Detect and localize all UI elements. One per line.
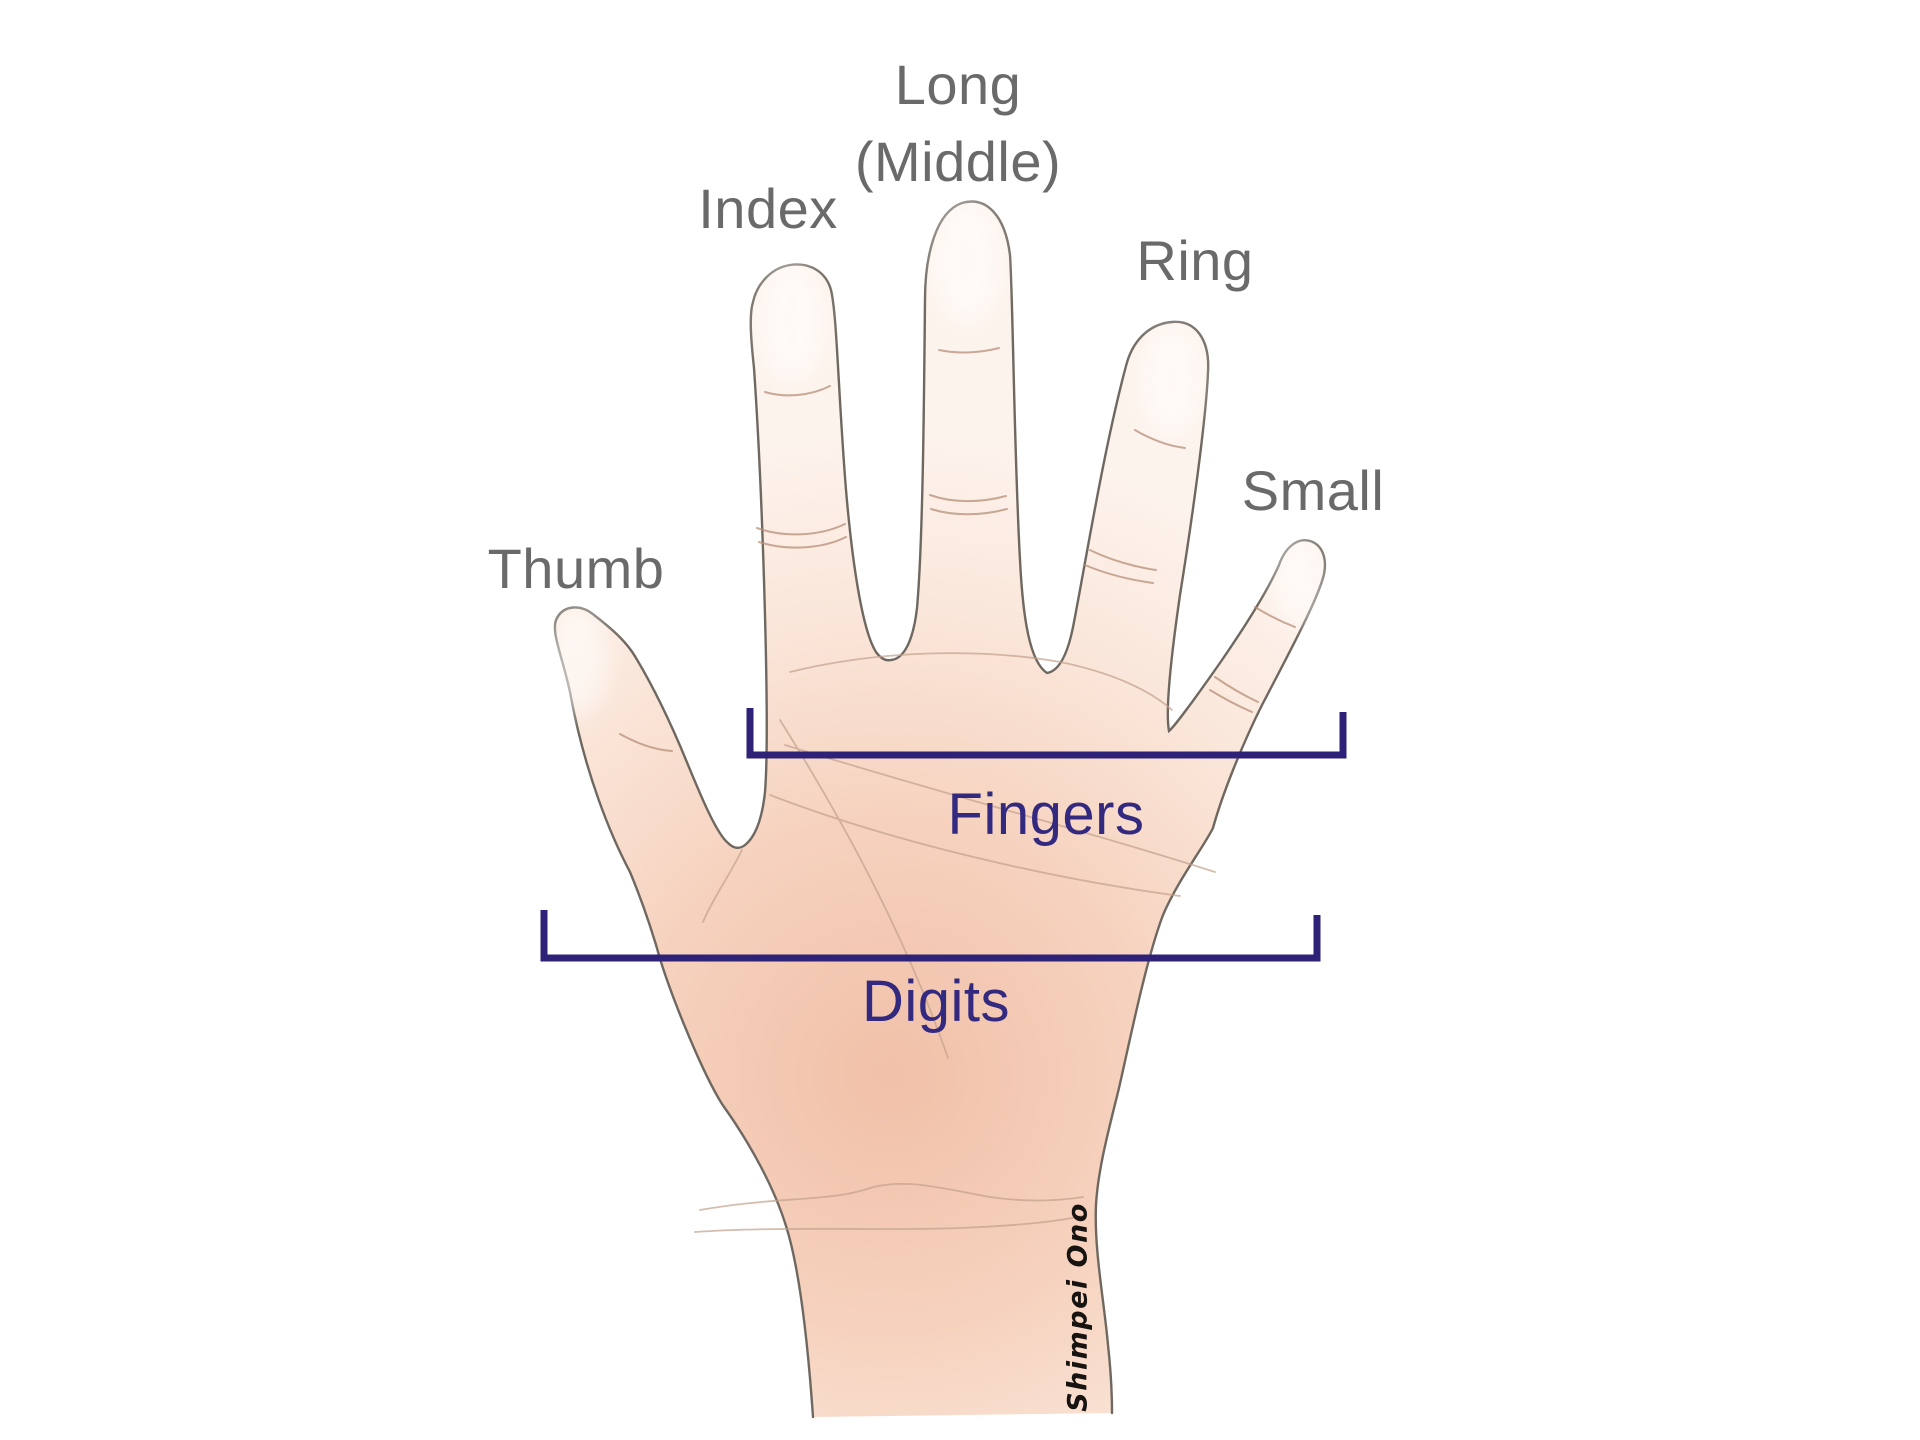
label-small-finger: Small (1241, 459, 1385, 522)
artist-signature: Shimpei Ono (1062, 1202, 1094, 1412)
label-long-line2: (Middle) (854, 130, 1062, 193)
digits-bracket (540, 910, 1321, 962)
fingertip-highlights (548, 198, 1322, 715)
label-long-finger: Long (Middle) (833, 46, 1083, 200)
label-index-finger: Index (698, 177, 838, 240)
fingers-group-label: Fingers (947, 782, 1145, 847)
digits-group-label: Digits (861, 969, 1011, 1034)
label-ring-finger: Ring (1136, 229, 1254, 292)
hand-fill (554, 201, 1325, 1417)
finger-creases (619, 347, 1296, 752)
label-thumb: Thumb (487, 537, 665, 600)
fingers-bracket (746, 708, 1347, 759)
label-long-line1: Long (894, 53, 1022, 116)
